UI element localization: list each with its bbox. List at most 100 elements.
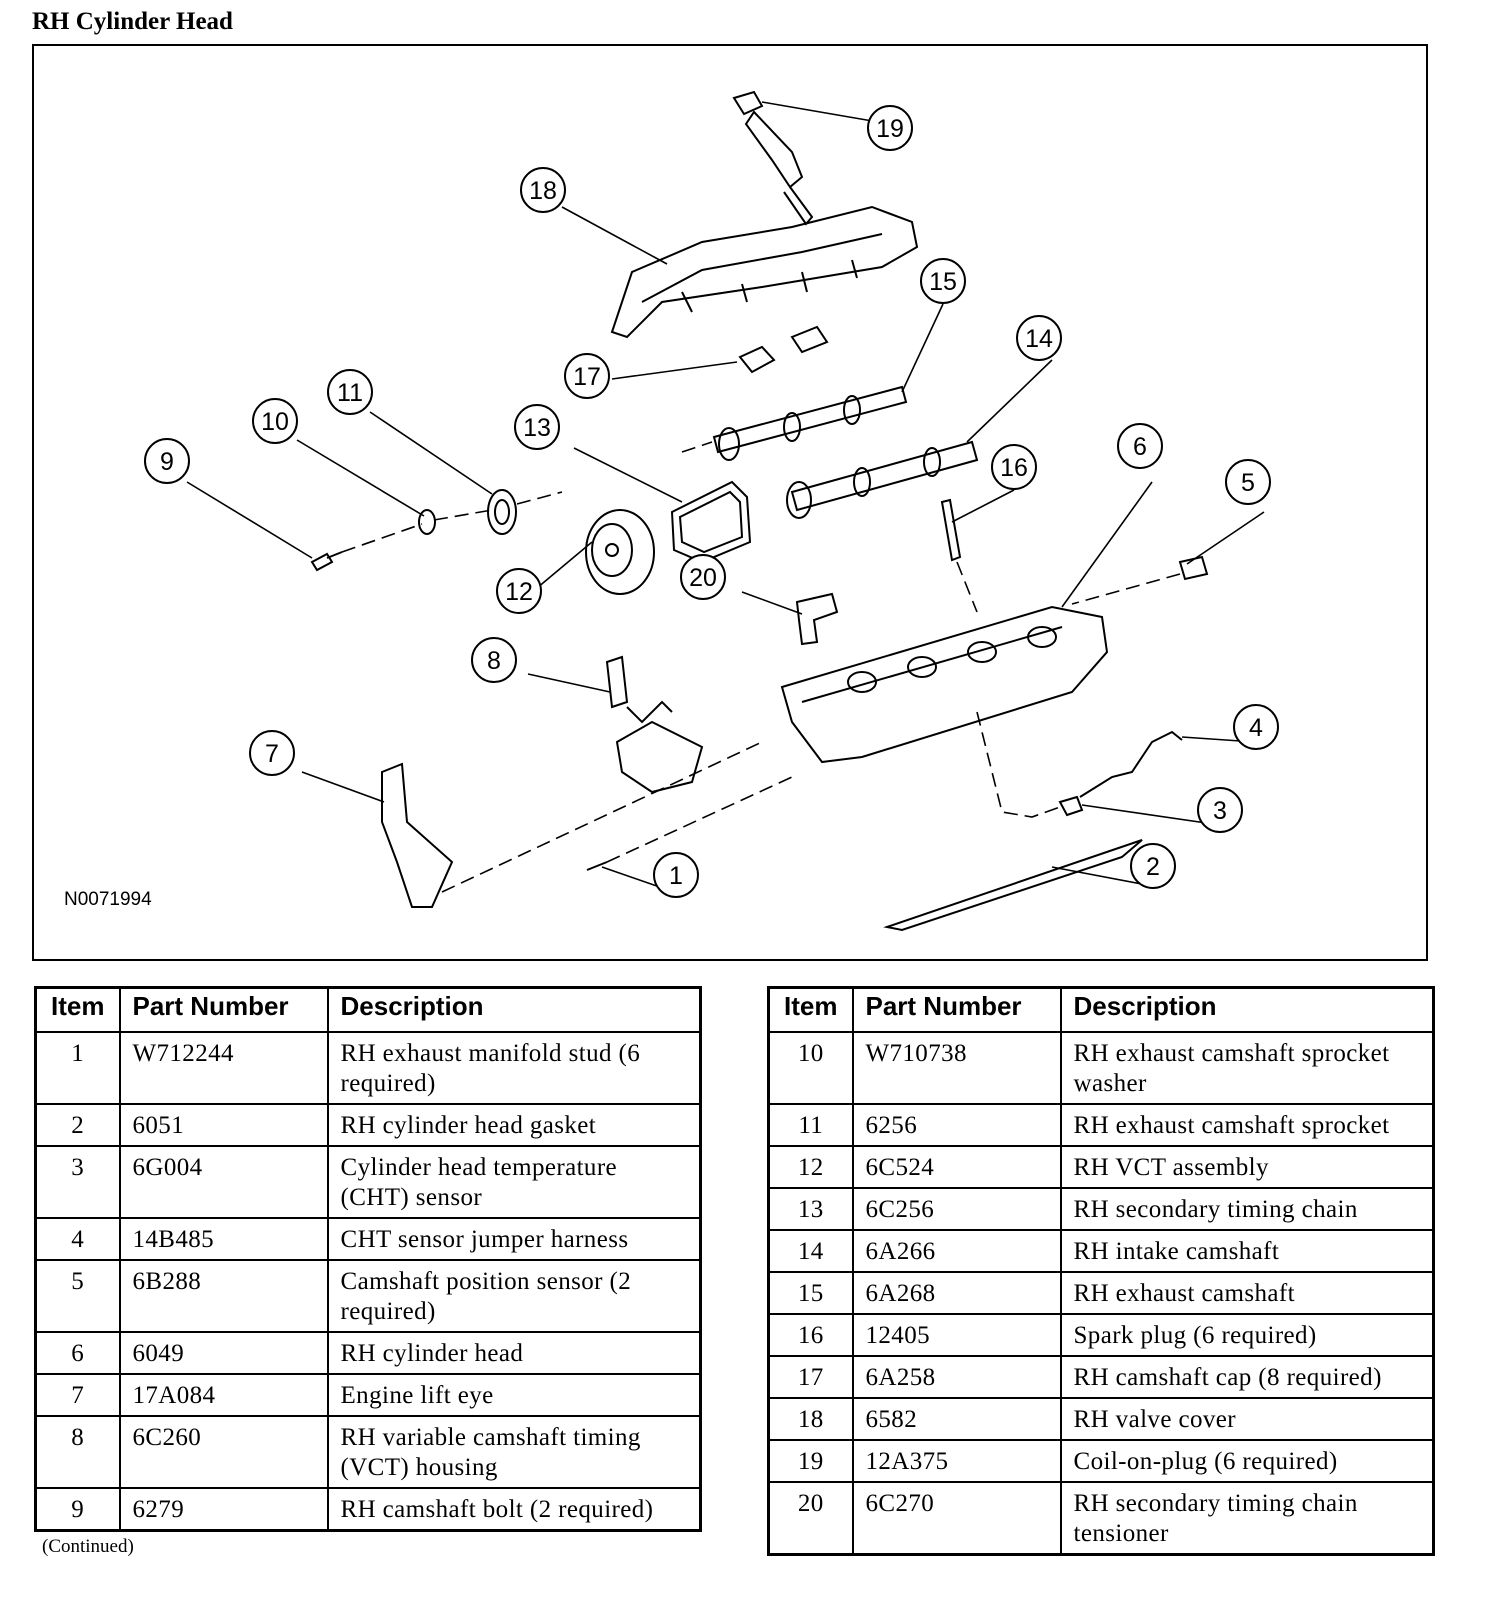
item-cell: 5 (34, 1259, 121, 1333)
part-number-cell: 6049 (118, 1331, 329, 1375)
callout-18: 18 (520, 167, 566, 213)
item-cell: 3 (34, 1145, 121, 1219)
part-number-cell: 12A375 (851, 1439, 1062, 1483)
callouts: 19 18 15 14 17 11 (144, 105, 1279, 898)
tensioner-sketch (795, 592, 839, 646)
callout-17: 17 (564, 353, 610, 399)
description-cell: RH cylinder head (326, 1331, 702, 1375)
cht-sensor-sketch (1058, 795, 1084, 817)
item-cell: 2 (34, 1103, 121, 1147)
item-cell: 13 (767, 1187, 854, 1231)
svg-text:1: 1 (669, 862, 683, 890)
part-number-cell: 14B485 (118, 1217, 329, 1261)
description-cell: RH camshaft cap (8 required) (1059, 1355, 1435, 1399)
figure-id: N0071994 (64, 889, 152, 910)
item-cell: 16 (767, 1313, 854, 1357)
sprocket-sketch (487, 489, 517, 535)
description-cell: RH VCT assembly (1059, 1145, 1435, 1189)
svg-text:9: 9 (160, 448, 174, 476)
diagram-svg: 19 18 15 14 17 11 (64, 90, 1279, 932)
callout-4: 4 (1233, 704, 1279, 750)
item-cell: 1 (34, 1031, 121, 1105)
callout-8: 8 (471, 637, 517, 683)
vct-assembly-sketch (585, 509, 655, 595)
svg-text:19: 19 (876, 115, 904, 143)
callout-1: 1 (653, 852, 699, 898)
intake-camshaft-sketch (786, 440, 979, 519)
svg-text:17: 17 (573, 363, 601, 391)
svg-text:12: 12 (505, 578, 533, 606)
description-cell: Camshaft position sensor (2 required) (326, 1259, 702, 1333)
svg-text:11: 11 (337, 379, 363, 407)
svg-text:6: 6 (1133, 433, 1147, 461)
part-number-cell: 6A258 (851, 1355, 1062, 1399)
lift-eye-sketch (381, 762, 454, 908)
part-number-cell: W710738 (851, 1031, 1062, 1105)
svg-text:13: 13 (523, 414, 551, 442)
description-cell: CHT sensor jumper harness (326, 1217, 702, 1261)
table-header-row: Item Part Number Description (767, 986, 1435, 1033)
callout-16: 16 (991, 444, 1037, 490)
description-cell: RH secondary timing chain (1059, 1187, 1435, 1231)
svg-text:5: 5 (1241, 469, 1255, 497)
svg-text:10: 10 (261, 408, 289, 436)
part-number-cell: 6582 (851, 1397, 1062, 1441)
part-number-cell: 6C256 (851, 1187, 1062, 1231)
svg-text:7: 7 (265, 740, 279, 768)
header-description: Description (326, 986, 702, 1033)
svg-text:16: 16 (1000, 454, 1028, 482)
item-cell: 11 (767, 1103, 854, 1147)
vct-housing-sketch (605, 655, 704, 794)
part-number-cell: 6G004 (118, 1145, 329, 1219)
callout-2: 2 (1130, 843, 1176, 889)
svg-text:20: 20 (689, 564, 717, 592)
part-number-cell: 6B288 (118, 1259, 329, 1333)
item-cell: 14 (767, 1229, 854, 1273)
callout-14: 14 (1016, 315, 1062, 361)
callout-19: 19 (867, 105, 913, 151)
part-number-cell: 6256 (851, 1103, 1062, 1147)
callout-3: 3 (1197, 787, 1243, 833)
part-sketches (310, 90, 1209, 932)
item-cell: 10 (767, 1031, 854, 1105)
description-cell: RH camshaft bolt (2 required) (326, 1487, 702, 1532)
item-cell: 19 (767, 1439, 854, 1483)
callout-15: 15 (920, 258, 966, 304)
callout-9: 9 (144, 438, 190, 484)
svg-text:14: 14 (1025, 325, 1053, 353)
washer-sketch (418, 509, 436, 535)
item-cell: 12 (767, 1145, 854, 1189)
item-cell: 4 (34, 1217, 121, 1261)
item-cell: 9 (34, 1487, 121, 1532)
page-title: RH Cylinder Head (32, 8, 233, 35)
cylinder-head-sketch (780, 605, 1109, 764)
description-cell: RH exhaust camshaft sprocket (1059, 1103, 1435, 1147)
svg-text:8: 8 (487, 647, 501, 675)
coil-on-plug-sketch (732, 90, 814, 226)
description-cell: Engine lift eye (326, 1373, 702, 1417)
jumper-harness-sketch (1079, 730, 1183, 798)
item-cell: 6 (34, 1331, 121, 1375)
header-item: Item (34, 986, 121, 1033)
continued-note: (Continued) (42, 1536, 134, 1557)
exploded-view-diagram: 19 18 15 14 17 11 (32, 44, 1428, 961)
header-part-number: Part Number (851, 986, 1062, 1033)
description-cell: Spark plug (6 required) (1059, 1313, 1435, 1357)
part-number-cell: 6279 (118, 1487, 329, 1532)
description-cell: RH exhaust camshaft sprocket washer (1059, 1031, 1435, 1105)
header-description: Description (1059, 986, 1435, 1033)
part-number-cell: 6C260 (118, 1415, 329, 1489)
callout-20: 20 (680, 554, 726, 600)
stud-sketch (586, 861, 608, 871)
exhaust-camshaft-sketch (681, 385, 908, 461)
